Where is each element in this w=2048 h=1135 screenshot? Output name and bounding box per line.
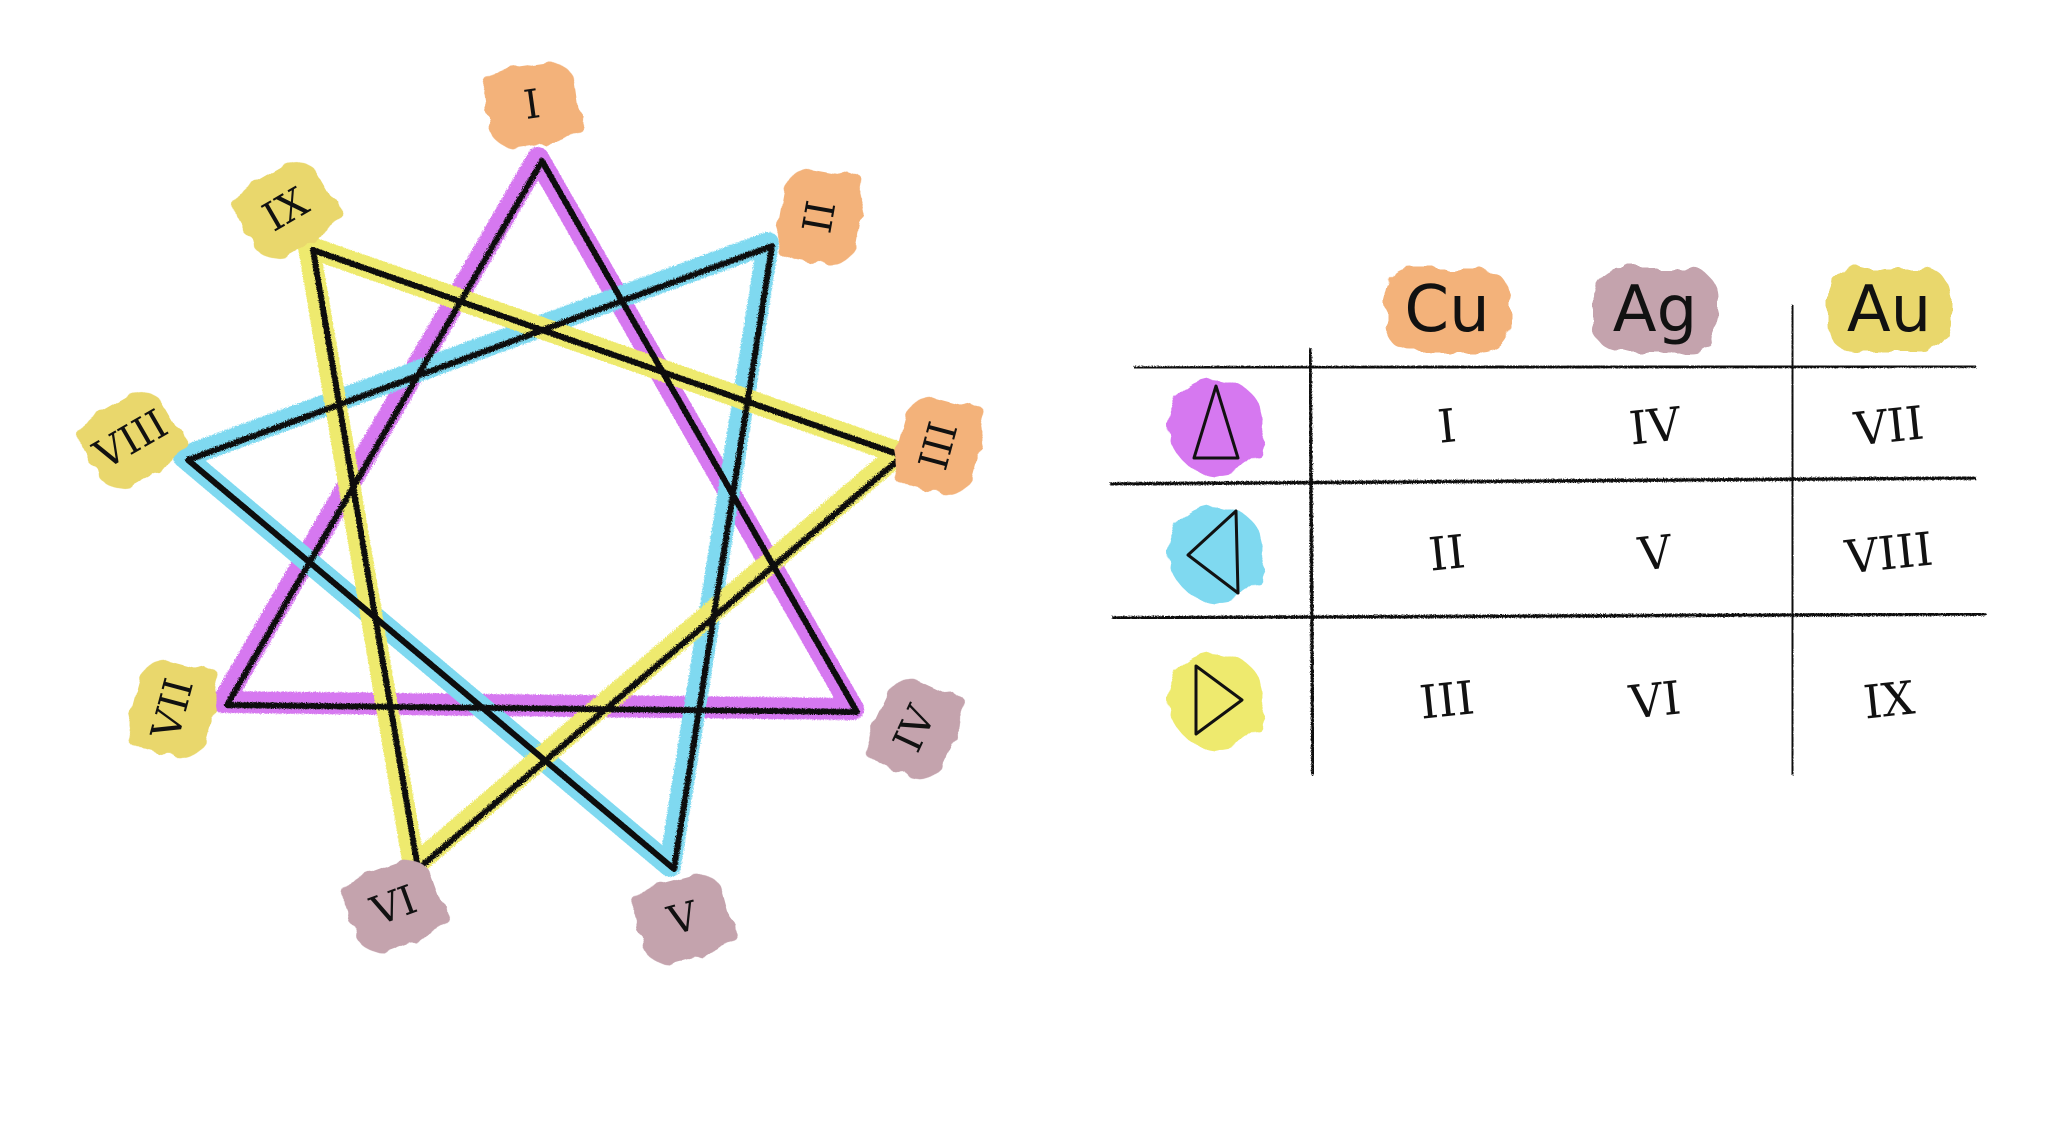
header-ag: Ag <box>1593 268 1717 352</box>
table-cell: IV <box>1627 396 1685 455</box>
label-blob <box>235 161 337 259</box>
vertex-label-iv: IV <box>867 678 963 780</box>
triangle-up-icon <box>1168 378 1264 474</box>
star-ink-strokes <box>185 158 906 872</box>
vertex-label-viii: VIII <box>80 391 182 489</box>
table-cell: IX <box>1861 670 1918 729</box>
header-label: Cu <box>1404 273 1489 347</box>
header-label: Ag <box>1613 273 1697 347</box>
triangle-outline <box>1186 509 1240 595</box>
header-au: Au <box>1827 268 1951 352</box>
header-label: Au <box>1847 273 1931 347</box>
vertex-label-vi: VI <box>344 860 444 952</box>
table-vline <box>1790 304 1795 776</box>
vertex-numeral: I <box>521 81 543 129</box>
table-hline <box>1109 476 1977 486</box>
yellow-triangle <box>298 236 910 877</box>
triangle-outline <box>1192 384 1240 460</box>
triangle-outline <box>1194 664 1244 736</box>
label-blob <box>894 397 984 495</box>
label-blob <box>776 168 864 266</box>
label-blob <box>867 678 963 780</box>
vertex-label-i: I <box>484 62 580 148</box>
table-hline <box>1111 612 1987 620</box>
table-cell: VIII <box>1842 522 1936 585</box>
triangle-right-icon <box>1168 652 1264 748</box>
table-row: II V VIII <box>1168 505 1935 601</box>
icon-blob <box>1168 505 1264 601</box>
vertex-label-ix: IX <box>235 161 337 259</box>
header-blob <box>1385 268 1509 352</box>
table-cell: V <box>1635 524 1675 581</box>
table-cell: II <box>1426 524 1468 582</box>
table-cell: I <box>1435 398 1459 454</box>
vertex-label-ii: II <box>776 168 864 266</box>
table-vline <box>1308 347 1315 776</box>
table-cell: VI <box>1626 670 1684 729</box>
label-blob <box>128 660 218 758</box>
table-cell: III <box>1417 670 1477 729</box>
header-blob <box>1593 268 1717 352</box>
header-blob <box>1827 268 1951 352</box>
vertex-label-vii: VII <box>128 660 218 758</box>
yellow-triangle-outline <box>310 247 906 872</box>
table-cell: VII <box>1851 396 1927 457</box>
table-row: III VI IX <box>1168 652 1917 748</box>
cyan-triangle <box>173 232 779 877</box>
table-hline <box>1133 364 1977 370</box>
cyan-triangle-outline <box>185 243 775 872</box>
label-blob <box>344 860 444 952</box>
vertex-label-v: V <box>634 874 732 964</box>
label-blob <box>484 62 580 148</box>
label-blob <box>634 874 732 964</box>
icon-blob <box>1168 378 1264 474</box>
triangle-left-icon <box>1168 505 1264 601</box>
header-cu: Cu <box>1385 268 1509 352</box>
vertex-label-iii: III <box>894 397 984 495</box>
table-row: I IV VII <box>1168 378 1926 474</box>
vertex-numeral: II <box>795 197 846 236</box>
magenta-triangle-outline <box>224 158 860 715</box>
icon-blob <box>1168 652 1264 748</box>
label-blob <box>80 391 182 489</box>
